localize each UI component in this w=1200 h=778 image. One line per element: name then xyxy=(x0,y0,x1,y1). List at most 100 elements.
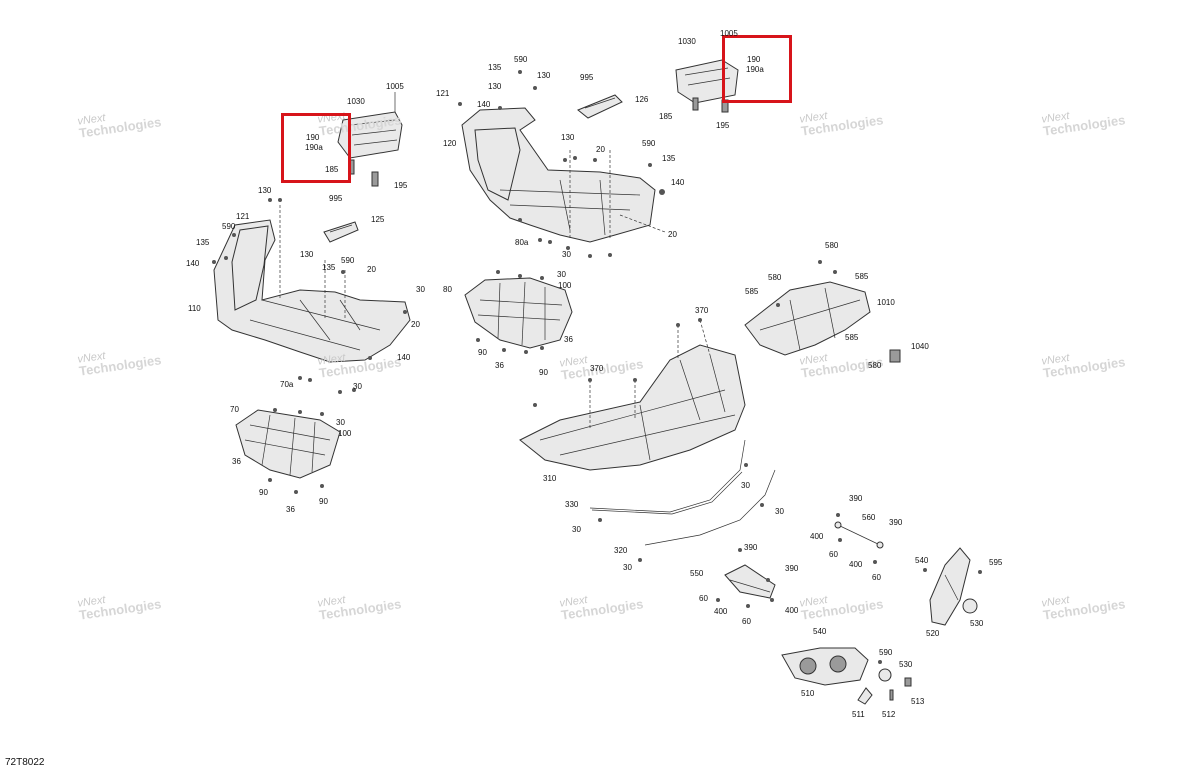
callout-label[interactable]: 30 xyxy=(741,481,750,490)
callout-label[interactable]: 140 xyxy=(397,353,411,362)
callout-label[interactable]: 1005 xyxy=(720,29,738,38)
callout-label[interactable]: 190a xyxy=(305,143,323,152)
callout-label[interactable]: 130 xyxy=(488,82,502,91)
callout-label[interactable]: 135 xyxy=(488,63,502,72)
callout-label[interactable]: 390 xyxy=(889,518,903,527)
callout-label[interactable]: 585 xyxy=(745,287,759,296)
callout-label[interactable]: 190a xyxy=(746,65,764,74)
callout-label[interactable]: 90 xyxy=(539,368,548,377)
callout-label[interactable]: 590 xyxy=(341,256,355,265)
callout-label[interactable]: 60 xyxy=(742,617,751,626)
callout-label[interactable]: 36 xyxy=(564,335,573,344)
callout-label[interactable]: 60 xyxy=(872,573,881,582)
callout-label[interactable]: 135 xyxy=(196,238,210,247)
highlight-box-left[interactable] xyxy=(281,113,351,183)
callout-label[interactable]: 100 xyxy=(338,429,352,438)
callout-label[interactable]: 120 xyxy=(443,139,457,148)
callout-label[interactable]: 590 xyxy=(879,648,893,657)
callout-label[interactable]: 530 xyxy=(970,619,984,628)
callout-label[interactable]: 80a xyxy=(515,238,529,247)
callout-label[interactable]: 135 xyxy=(322,263,336,272)
callout-label[interactable]: 30 xyxy=(775,507,784,516)
callout-label[interactable]: 390 xyxy=(849,494,863,503)
callout-label[interactable]: 60 xyxy=(829,550,838,559)
callout-label[interactable]: 1030 xyxy=(678,37,696,46)
callout-label[interactable]: 30 xyxy=(353,382,362,391)
callout-label[interactable]: 20 xyxy=(367,265,376,274)
callout-label[interactable]: 90 xyxy=(478,348,487,357)
callout-label[interactable]: 121 xyxy=(236,212,250,221)
callout-label[interactable]: 560 xyxy=(862,513,876,522)
callout-label[interactable]: 580 xyxy=(825,241,839,250)
callout-label[interactable]: 540 xyxy=(915,556,929,565)
callout-label[interactable]: 1040 xyxy=(911,342,929,351)
callout-label[interactable]: 530 xyxy=(899,660,913,669)
highlight-box-right[interactable] xyxy=(722,35,792,103)
callout-label[interactable]: 70a xyxy=(280,380,294,389)
callout-label[interactable]: 185 xyxy=(659,112,673,121)
callout-label[interactable]: 125 xyxy=(371,215,385,224)
callout-label[interactable]: 400 xyxy=(714,607,728,616)
callout-label[interactable]: 30 xyxy=(336,418,345,427)
callout-label[interactable]: 511 xyxy=(852,710,865,719)
callout-label[interactable]: 520 xyxy=(926,629,940,638)
callout-label[interactable]: 585 xyxy=(845,333,859,342)
callout-label[interactable]: 70 xyxy=(230,405,239,414)
callout-label[interactable]: 590 xyxy=(514,55,528,64)
callout-label[interactable]: 370 xyxy=(590,364,604,373)
callout-label[interactable]: 130 xyxy=(300,250,314,259)
callout-label[interactable]: 20 xyxy=(668,230,677,239)
callout-label[interactable]: 370 xyxy=(695,306,709,315)
callout-label[interactable]: 512 xyxy=(882,710,896,719)
callout-label[interactable]: 185 xyxy=(325,165,339,174)
callout-label[interactable]: 330 xyxy=(565,500,579,509)
callout-label[interactable]: 190 xyxy=(747,55,761,64)
callout-label[interactable]: 390 xyxy=(785,564,799,573)
callout-label[interactable]: 580 xyxy=(768,273,782,282)
callout-label[interactable]: 190 xyxy=(306,133,320,142)
callout-label[interactable]: 400 xyxy=(785,606,799,615)
callout-label[interactable]: 90 xyxy=(319,497,328,506)
callout-label[interactable]: 80 xyxy=(443,285,452,294)
callout-label[interactable]: 90 xyxy=(259,488,268,497)
callout-label[interactable]: 1010 xyxy=(877,298,895,307)
callout-label[interactable]: 36 xyxy=(232,457,241,466)
callout-label[interactable]: 1005 xyxy=(386,82,404,91)
callout-label[interactable]: 195 xyxy=(394,181,408,190)
callout-label[interactable]: 595 xyxy=(989,558,1003,567)
callout-label[interactable]: 540 xyxy=(813,627,827,636)
callout-label[interactable]: 513 xyxy=(911,697,925,706)
callout-label[interactable]: 20 xyxy=(596,145,605,154)
callout-label[interactable]: 36 xyxy=(495,361,504,370)
callout-label[interactable]: 60 xyxy=(699,594,708,603)
callout-label[interactable]: 30 xyxy=(623,563,632,572)
callout-label[interactable]: 320 xyxy=(614,546,628,555)
callout-label[interactable]: 36 xyxy=(286,505,295,514)
callout-label[interactable]: 510 xyxy=(801,689,815,698)
callout-label[interactable]: 130 xyxy=(258,186,272,195)
callout-label[interactable]: 30 xyxy=(557,270,566,279)
callout-label[interactable]: 100 xyxy=(558,281,572,290)
callout-label[interactable]: 135 xyxy=(662,154,676,163)
callout-label[interactable]: 195 xyxy=(716,121,730,130)
callout-label[interactable]: 140 xyxy=(477,100,491,109)
callout-label[interactable]: 550 xyxy=(690,569,704,578)
callout-label[interactable]: 110 xyxy=(188,304,201,313)
callout-label[interactable]: 995 xyxy=(580,73,594,82)
callout-label[interactable]: 995 xyxy=(329,194,343,203)
callout-label[interactable]: 1030 xyxy=(347,97,365,106)
callout-label[interactable]: 590 xyxy=(642,139,656,148)
callout-label[interactable]: 140 xyxy=(671,178,685,187)
callout-label[interactable]: 126 xyxy=(635,95,649,104)
callout-label[interactable]: 390 xyxy=(744,543,758,552)
callout-label[interactable]: 20 xyxy=(411,320,420,329)
callout-label[interactable]: 121 xyxy=(436,89,450,98)
callout-label[interactable]: 30 xyxy=(416,285,425,294)
callout-label[interactable]: 400 xyxy=(849,560,863,569)
callout-label[interactable]: 140 xyxy=(186,259,200,268)
callout-label[interactable]: 30 xyxy=(562,250,571,259)
callout-label[interactable]: 130 xyxy=(561,133,575,142)
callout-label[interactable]: 310 xyxy=(543,474,557,483)
callout-label[interactable]: 590 xyxy=(222,222,236,231)
callout-label[interactable]: 30 xyxy=(572,525,581,534)
